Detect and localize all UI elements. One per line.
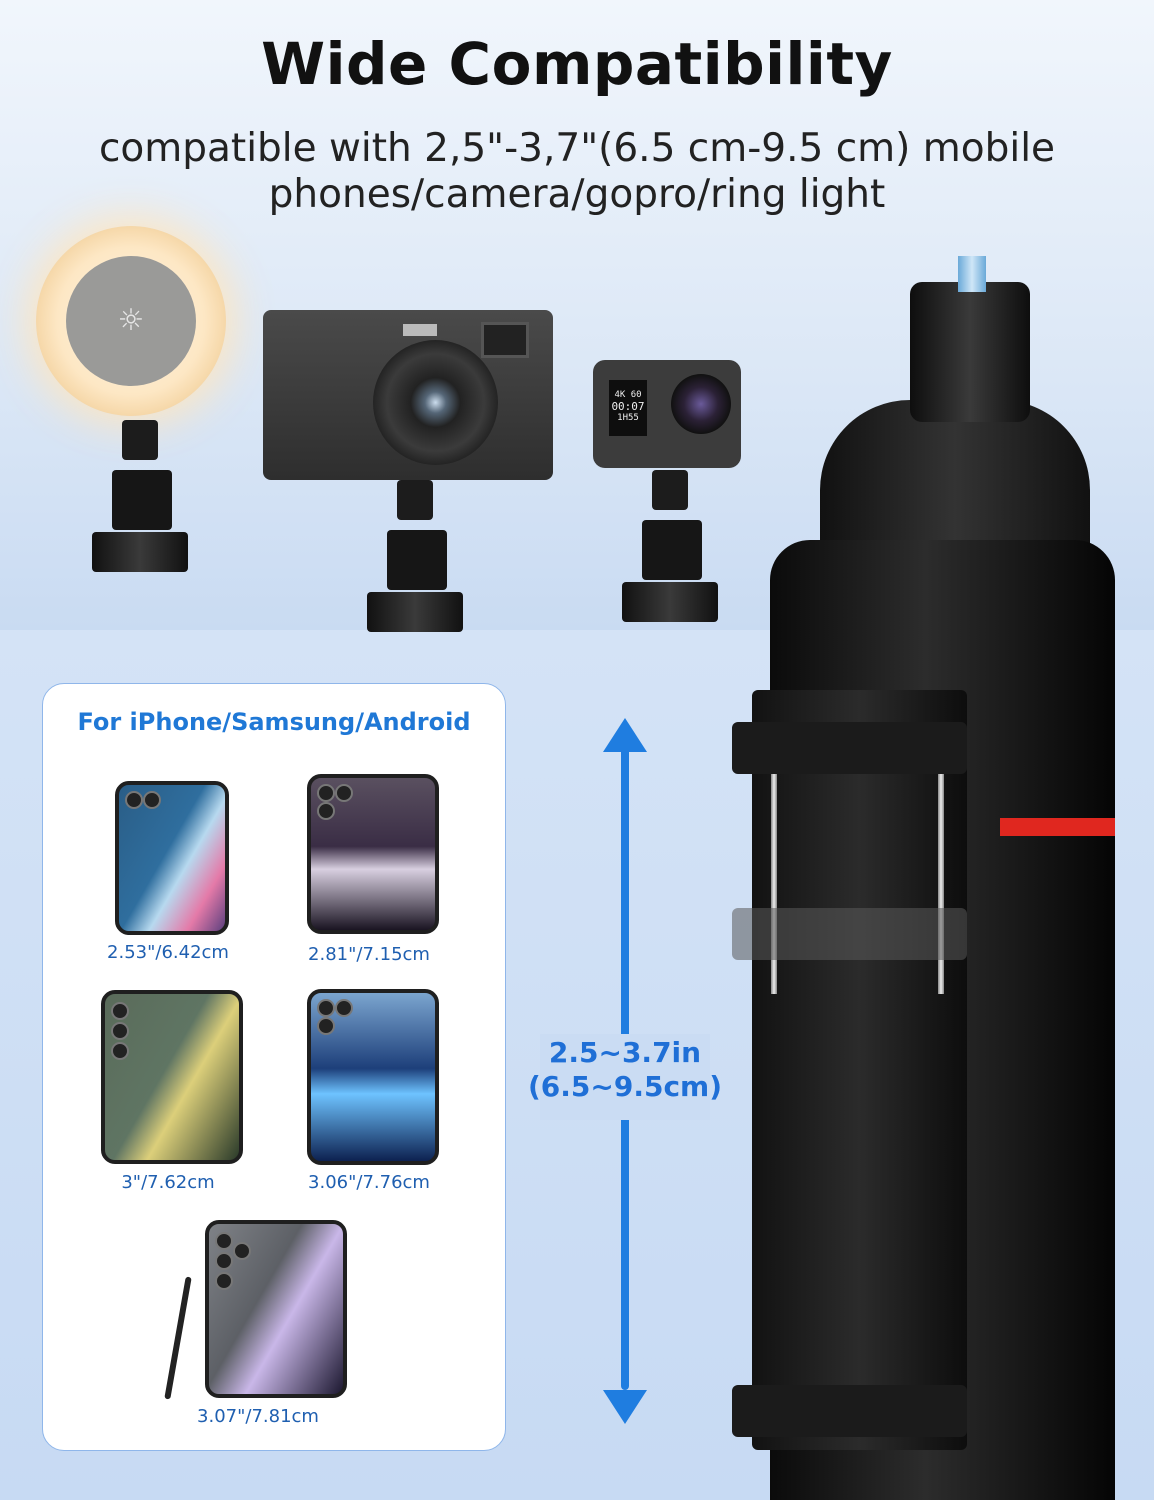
measurement-label-background — [540, 1034, 710, 1120]
gopro-screen-battery: 1H55 — [617, 413, 639, 423]
page-title: Wide Compatibility — [261, 30, 893, 98]
phone-camera-icon — [317, 1017, 335, 1035]
phone-camera-icon — [335, 784, 353, 802]
compatibility-panel: For iPhone/Samsung/Android 2.53"/6.42cm … — [42, 683, 506, 1451]
stylus-image — [164, 1276, 192, 1400]
phone-camera-icon — [317, 802, 335, 820]
phone-camera-icon — [317, 999, 335, 1017]
gopro-screen-time: 00:07 — [611, 400, 645, 413]
gopro-screen-mode: 4K 60 — [614, 390, 642, 400]
camera-image — [263, 310, 553, 480]
arrow-up-icon — [603, 718, 647, 752]
phone-camera-icon — [111, 1002, 129, 1020]
subtitle-line-1: compatible with 2,5"-3,7"(6.5 cm-9.5 cm)… — [98, 126, 1056, 171]
mount-clamp — [642, 520, 702, 580]
phone-caption: 3.07"/7.81cm — [197, 1406, 319, 1427]
tripod-screw — [958, 256, 986, 292]
phone-camera-icon — [143, 791, 161, 809]
phone-camera-icon — [335, 999, 353, 1017]
phone-camera-icon — [233, 1242, 251, 1260]
camera-lens — [373, 340, 498, 465]
holder-rod-left — [771, 774, 777, 994]
phone-camera-icon — [215, 1252, 233, 1270]
phone-image-iphone-pro — [307, 774, 439, 934]
mount-knob — [122, 420, 158, 460]
measurement-cm: (6.5~9.5cm) — [527, 1070, 723, 1103]
phone-caption: 2.81"/7.15cm — [308, 944, 430, 965]
camera-flash — [403, 324, 437, 336]
phone-camera-icon — [111, 1042, 129, 1060]
holder-clip-ghost — [732, 908, 967, 960]
tripod-head — [910, 282, 1030, 422]
phone-caption: 2.53"/6.42cm — [107, 942, 229, 963]
panel-title: For iPhone/Samsung/Android — [77, 708, 471, 736]
phone-camera-icon — [125, 791, 143, 809]
phone-camera-icon — [317, 784, 335, 802]
phone-image-iphone-mini — [115, 781, 229, 935]
page-subtitle: compatible with 2,5"-3,7"(6.5 cm-9.5 cm)… — [60, 126, 1094, 218]
mount-clamp — [387, 530, 447, 590]
tripod-red-ring — [1000, 818, 1115, 836]
phone-caption: 3.06"/7.76cm — [308, 1172, 430, 1193]
phone-camera-icon — [215, 1272, 233, 1290]
gopro-lens — [671, 374, 731, 434]
gopro-screen: 4K 60 00:07 1H55 — [609, 380, 647, 436]
holder-bottom-clip — [732, 1385, 967, 1437]
mount-base — [367, 592, 463, 632]
mount-base — [92, 532, 188, 572]
phone-camera-icon — [215, 1232, 233, 1250]
mount-knob — [652, 470, 688, 510]
mount-base — [622, 582, 718, 622]
subtitle-line-2: phones/camera/gopro/ring light — [268, 172, 886, 217]
camera-viewfinder — [481, 322, 529, 358]
phone-image-galaxy-ultra — [205, 1220, 347, 1398]
phone-holder — [752, 690, 967, 1450]
mount-clamp — [112, 470, 172, 530]
ring-light-center: ☼ — [66, 256, 196, 386]
ring-light-image: ☼ — [36, 226, 226, 416]
measurement-inches: 2.5~3.7in — [548, 1036, 702, 1069]
phone-image-galaxy — [101, 990, 243, 1164]
phone-camera-icon — [111, 1022, 129, 1040]
arrow-down-icon — [603, 1390, 647, 1424]
holder-top-clip — [732, 722, 967, 774]
phone-image-iphone-pro-blue — [307, 989, 439, 1165]
mount-knob — [397, 480, 433, 520]
phone-caption: 3"/7.62cm — [121, 1172, 215, 1193]
gopro-image: 4K 60 00:07 1H55 — [593, 360, 741, 468]
brightness-icon: ☼ — [117, 303, 145, 338]
measurement-label: 2.5~3.7in (6.5~9.5cm) — [510, 1036, 740, 1104]
holder-rod-right — [938, 774, 944, 994]
